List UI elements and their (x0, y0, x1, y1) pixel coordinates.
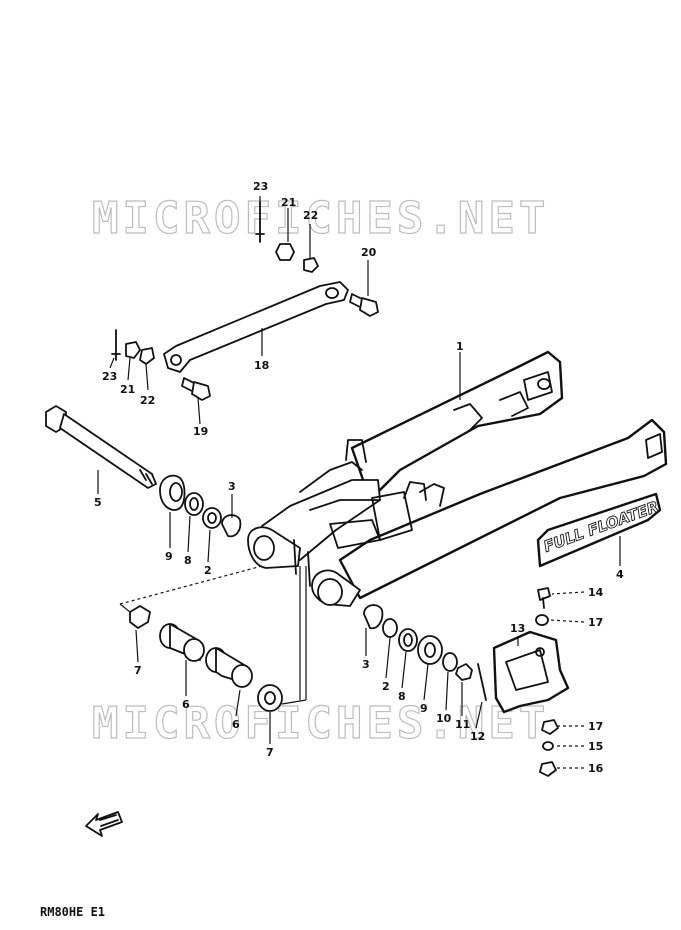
adjuster-hardware (535, 587, 559, 777)
callout-labels: 23 21 22 20 18 23 21 22 19 1 5 3 9 8 2 4… (94, 180, 624, 775)
callout-6-right: 6 (232, 718, 240, 731)
lower-left-collars (129, 605, 283, 712)
callout-23-top: 23 (253, 180, 268, 193)
callout-12: 12 (470, 730, 485, 743)
callout-22-top: 22 (303, 209, 318, 222)
leader-lines (97, 196, 621, 769)
callout-17-upper: 17 (588, 616, 603, 629)
swingarm-frame (247, 350, 668, 607)
callout-21-top: 21 (281, 196, 296, 209)
full-floater-decal: FULL FLOATER (536, 492, 662, 568)
callout-8-lower: 8 (398, 690, 406, 703)
callout-2-lower: 2 (382, 680, 390, 693)
callout-23-left: 23 (102, 370, 117, 383)
callout-4: 4 (616, 568, 624, 581)
front-direction-arrow-icon (85, 811, 123, 837)
callout-20: 20 (361, 246, 377, 259)
hardware-left-set (111, 329, 155, 365)
callout-3-upper: 3 (228, 480, 236, 493)
callout-16: 16 (588, 762, 604, 775)
callout-17-lower: 17 (588, 720, 603, 733)
callout-3-lower: 3 (362, 658, 370, 671)
diagram-code: RM80HE E1 (40, 905, 105, 919)
callout-11: 11 (455, 718, 470, 731)
callout-8-upper: 8 (184, 554, 192, 567)
upper-bearing-stack (159, 474, 242, 538)
callout-6-left: 6 (182, 698, 190, 711)
pivot-shaft (45, 405, 157, 489)
callout-22-left: 22 (140, 394, 155, 407)
callout-5: 5 (94, 496, 102, 509)
callout-13: 13 (510, 622, 525, 635)
lower-right-bearing-stack (363, 604, 487, 701)
callout-1: 1 (456, 340, 464, 353)
callout-15: 15 (588, 740, 603, 753)
bolt-20 (349, 293, 379, 317)
callout-2-upper: 2 (204, 564, 212, 577)
bolt-19 (181, 377, 211, 401)
chain-adjuster-13 (492, 630, 570, 714)
callout-21-left: 21 (120, 383, 135, 396)
callout-9-lower: 9 (420, 702, 428, 715)
callout-7-left: 7 (134, 664, 142, 677)
watermark-top: MICROFICHES.NET (92, 193, 549, 244)
callout-18: 18 (254, 359, 269, 372)
callout-7-bottom: 7 (266, 746, 274, 759)
callout-19: 19 (193, 425, 208, 438)
callout-14: 14 (588, 586, 604, 599)
watermark-bottom: MICROFICHES.NET (92, 698, 549, 749)
callout-10: 10 (436, 712, 452, 725)
torque-rod (163, 281, 349, 373)
hardware-top-set (255, 201, 319, 273)
callout-9-upper: 9 (165, 550, 173, 563)
